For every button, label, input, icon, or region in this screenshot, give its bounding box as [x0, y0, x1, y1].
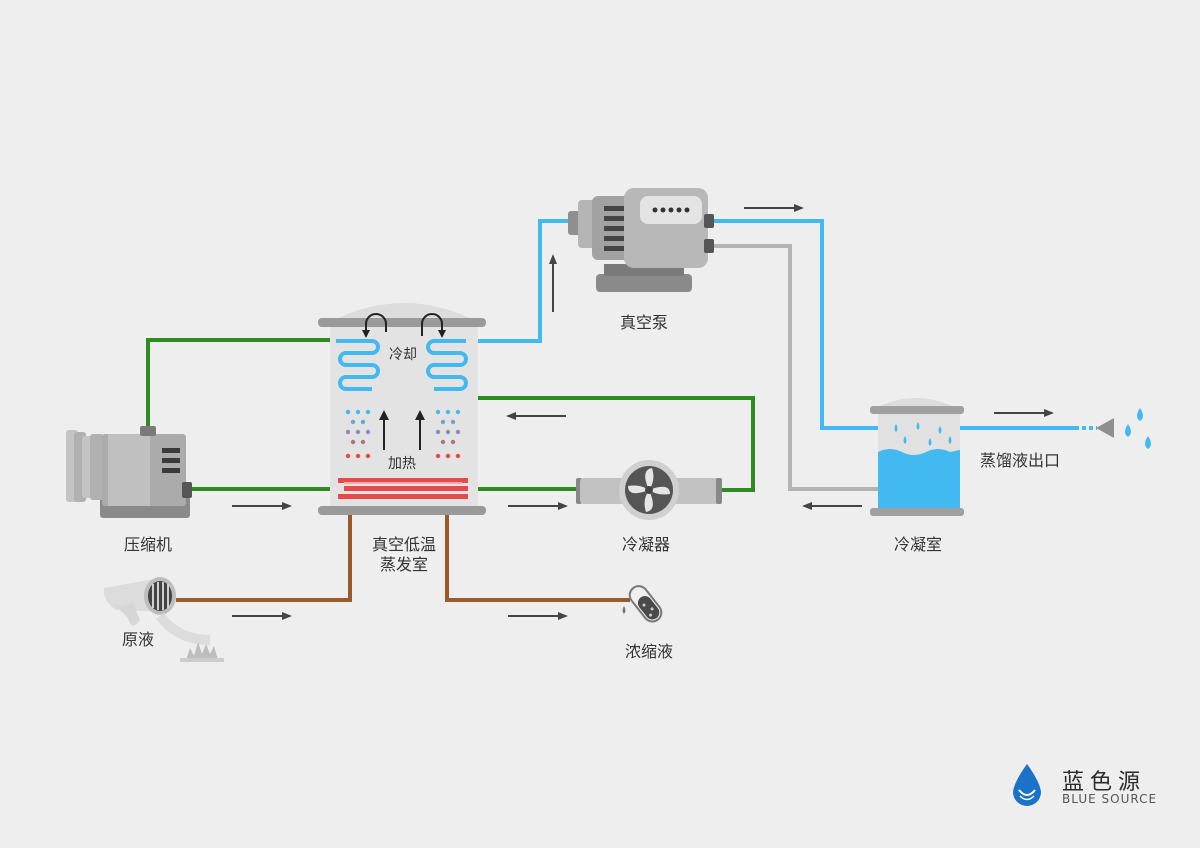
raw-liquid-label: 原液 — [121, 630, 155, 649]
vapor-pipe-to-chamber — [712, 219, 878, 430]
nozzle-icon — [1096, 418, 1114, 438]
condenser-fan-icon — [576, 460, 722, 520]
cooling-coil-left — [336, 339, 380, 391]
evaporator-label-line1: 真空低温 — [371, 535, 437, 554]
return-pipe — [712, 244, 878, 491]
vapor-dots-left — [345, 409, 371, 459]
refrigerant-pipe-top — [146, 338, 336, 432]
flow-arrows — [232, 204, 1054, 620]
condenser-label: 冷凝器 — [621, 535, 671, 554]
pipes — [146, 219, 1097, 602]
cooling-label: 冷却 — [389, 347, 417, 363]
vacuum-pump-icon — [568, 188, 714, 292]
concentrate-pipe — [445, 512, 630, 602]
vacuum-pump-label: 真空泵 — [619, 313, 669, 332]
brand-drop-logo — [1013, 764, 1041, 806]
brand-name: 蓝色源 — [1062, 770, 1147, 795]
evaporator-icon — [318, 303, 486, 515]
concentrate-label: 浓缩液 — [624, 642, 674, 661]
compressor-label: 压缩机 — [123, 535, 173, 554]
vapor-dots-right — [435, 409, 461, 459]
raw-liquid-pipe-icon — [103, 577, 224, 662]
condensing-chamber-label: 冷凝室 — [893, 535, 943, 554]
refrigerant-pipe-condenser-return — [465, 396, 755, 492]
raw-liquid-pipe — [176, 512, 352, 602]
brand-name-en: BLUE SOURCE — [1062, 792, 1158, 806]
vapor-arrow-right — [421, 313, 443, 336]
heater-element — [338, 478, 468, 499]
cooling-coil-right — [426, 339, 468, 391]
vapor-pipe — [478, 219, 575, 343]
test-tube-icon — [622, 585, 663, 623]
water-drop-icon — [1125, 408, 1151, 449]
condensing-chamber-icon — [870, 398, 964, 516]
compressor-icon — [66, 426, 192, 518]
evaporator-label-line2: 蒸发室 — [379, 555, 429, 574]
distillate-outlet-label: 蒸馏液出口 — [980, 451, 1061, 470]
heating-label: 加热 — [388, 456, 416, 472]
vapor-arrow-left — [365, 313, 387, 336]
